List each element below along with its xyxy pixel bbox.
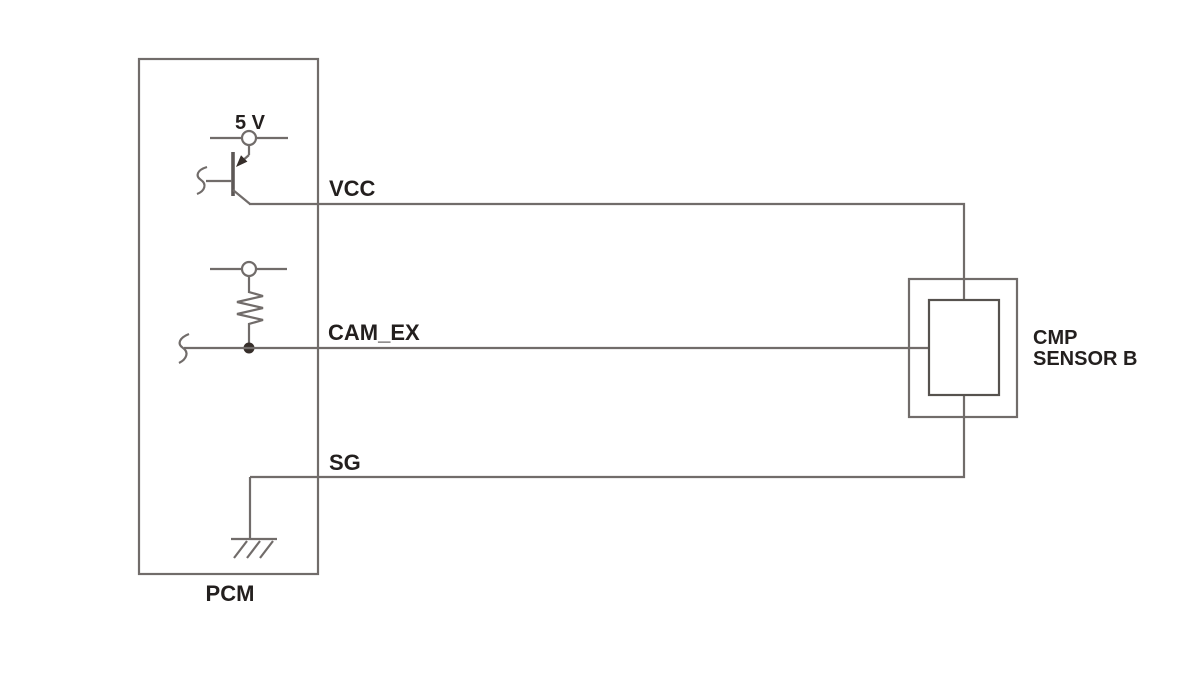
pullup-resistor-icon (236, 276, 264, 343)
pcm-label: PCM (206, 581, 255, 606)
sg-label: SG (329, 450, 361, 475)
pnp-transistor-icon (206, 145, 251, 205)
chassis-ground-icon (231, 537, 277, 559)
sg-wire (250, 395, 966, 479)
supply-voltage-label: 5 V (235, 112, 266, 134)
supply-terminal-icon (210, 129, 288, 147)
sensor-label-line1: CMP (1033, 327, 1077, 349)
cam-ex-wire-break-icon (178, 332, 190, 364)
sensor-outer-box (907, 277, 1019, 419)
cam-ex-label: CAM_EX (328, 320, 420, 345)
vcc-wire (249, 202, 966, 300)
pcm-box (137, 57, 320, 576)
base-wire-break-icon (196, 165, 208, 196)
sensor-label-line2: SENSOR B (1033, 348, 1137, 370)
sensor-inner-box (927, 298, 1001, 397)
vcc-label: VCC (329, 176, 376, 201)
emitter-arrow-icon (236, 155, 248, 167)
pullup-terminal-icon (210, 260, 287, 278)
